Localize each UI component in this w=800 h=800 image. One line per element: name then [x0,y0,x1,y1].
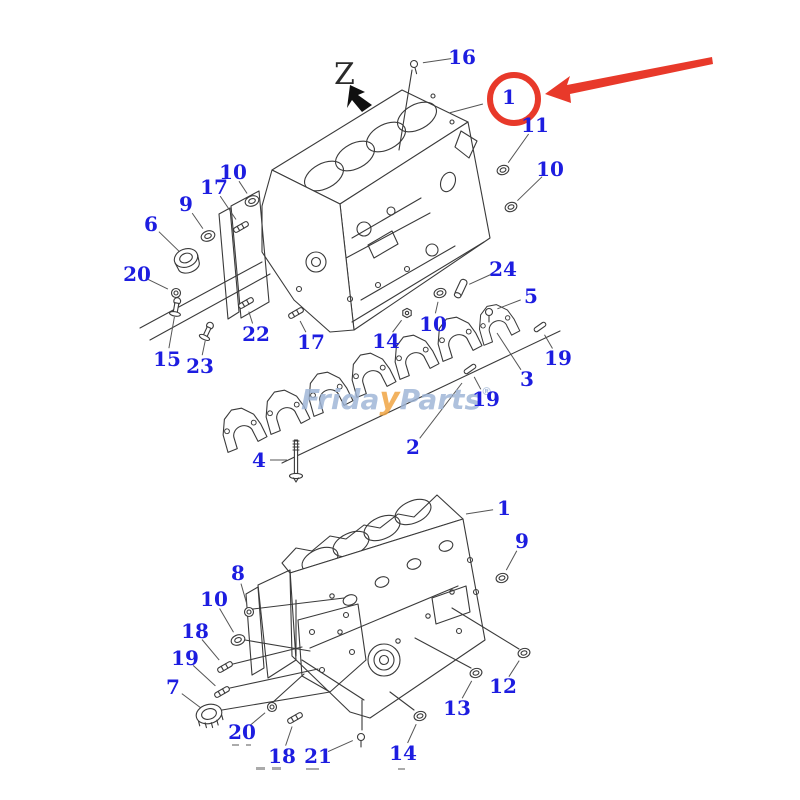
bolt-part-glyph [409,59,419,75]
pin-part-glyph [533,321,547,333]
leader-line-top-10 [434,301,439,314]
plug-part-glyph [517,647,531,659]
leader-line-top-2 [419,382,463,439]
leader-line-top-23 [201,340,206,356]
leader-line-top-10 [238,180,248,194]
leader-line-bottom-12 [508,660,520,677]
leader-line-bottom-8 [240,583,248,604]
cup-part-glyph [200,230,216,242]
leader-line-top-6 [158,231,180,253]
leader-line-top-10 [517,176,543,202]
watermark-swoosh-letter: y [379,381,400,417]
leader-line-bottom-7 [181,693,203,709]
washer-part-glyph [243,606,255,618]
stud-part-glyph [214,686,230,698]
leader-line-bottom-10 [219,608,234,633]
view-marker-label: Z [334,57,355,92]
highlight-circle [487,72,541,126]
leader-line-top-17 [299,320,307,333]
leader-line-top-24 [468,273,494,285]
leader-line-bottom-13 [461,680,473,699]
leader-line-bottom-21 [327,740,354,753]
leader-line-top-5 [497,299,521,310]
view-direction-arrow-icon [347,85,372,112]
leader-line-top-22 [248,311,254,324]
flbolt-part-glyph [198,321,214,342]
leader-line-top-3 [496,332,522,371]
cup-part-glyph [230,634,246,646]
bolt-part-glyph [356,732,366,748]
leader-line-top-14 [392,319,403,333]
leader-line-top-1 [448,103,484,114]
leader-lines-layer [146,58,553,753]
watermark-text-suffix: Parts [399,383,482,416]
nut-part-glyph [402,307,412,319]
upper-cylinder-block-drawing [139,69,491,341]
registered-trademark-icon: ® [481,385,493,398]
stud-part-glyph [238,297,254,309]
view-direction-marker: Z [334,57,372,112]
flbolt-part-glyph [168,297,182,317]
leader-line-bottom-9 [505,550,518,571]
plug-part-glyph [433,287,447,299]
watermark-text-prefix: Frida [301,383,380,416]
leader-line-top-19 [473,376,482,390]
stud-part-glyph [287,712,303,724]
bolt-part-glyph [484,307,494,323]
pin-part-glyph [463,363,477,375]
small-parts-layer [168,59,547,748]
lower-cylinder-block-drawing [221,494,520,731]
leader-line-top-15 [168,316,175,349]
longplug-part-glyph [453,278,468,299]
main-bearing-caps-drawing [213,297,561,464]
leader-line-top-11 [507,133,530,163]
leader-line-bottom-18 [201,639,220,661]
bigplug-part-glyph [195,703,224,729]
leader-line-top-9 [191,212,204,229]
washer-part-glyph [170,287,182,299]
plug-part-glyph [469,667,483,679]
plug-part-glyph [413,710,427,722]
leader-line-top-20 [146,278,169,290]
leader-line-bottom-20 [250,712,266,726]
bigcup-part-glyph [173,248,200,274]
stud-part-glyph [288,307,304,319]
washer-part-glyph [266,701,278,713]
longbolt-part-glyph [288,439,304,483]
leader-line-top-19 [544,334,553,349]
stud-part-glyph [233,221,249,233]
leader-line-top-17 [219,195,237,220]
leader-line-bottom-1 [465,509,494,515]
watermark-fridayparts: FridayParts® [301,381,492,417]
stud-part-glyph [217,661,233,673]
plug-part-glyph [496,164,510,176]
leader-line-bottom-19 [192,665,216,687]
highlight-arrow [545,57,713,103]
leader-line-bottom-18 [285,726,293,746]
leader-line-bottom-14 [407,723,417,744]
plug-part-glyph [495,572,509,584]
highlight-annotation [487,57,713,126]
cutoff-text-marks [232,744,405,770]
cup-part-glyph [244,195,260,207]
leader-line-top-16 [422,58,452,64]
plug-part-glyph [504,201,518,213]
